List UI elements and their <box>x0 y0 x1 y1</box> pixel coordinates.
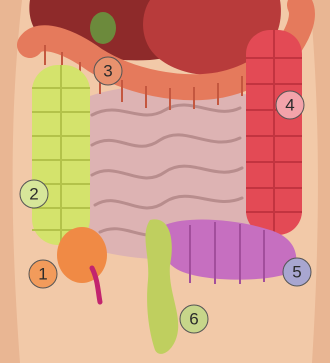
marker-6: 6 <box>180 305 208 333</box>
marker-2: 2 <box>20 180 48 208</box>
marker-1: 1 <box>29 260 57 288</box>
marker-3: 3 <box>94 57 122 85</box>
descending-colon <box>246 30 302 235</box>
marker-5: 5 <box>283 258 311 286</box>
marker-3-label: 3 <box>103 62 112 81</box>
cecum <box>57 227 107 283</box>
marker-4: 4 <box>276 91 304 119</box>
marker-1-label: 1 <box>38 265 47 284</box>
ascending-colon <box>32 65 90 245</box>
gallbladder <box>90 12 116 44</box>
marker-6-label: 6 <box>189 310 198 329</box>
marker-5-label: 5 <box>292 263 301 282</box>
marker-4-label: 4 <box>285 96 294 115</box>
marker-2-label: 2 <box>29 185 38 204</box>
